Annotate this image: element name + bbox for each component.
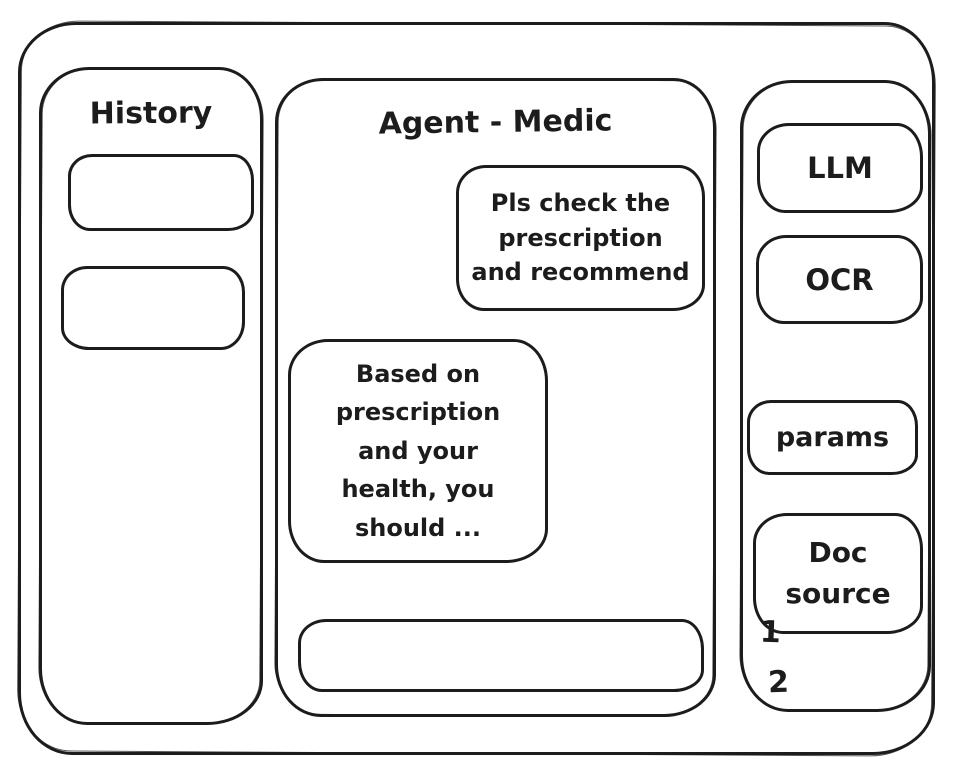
history-title: History (89, 95, 213, 132)
assistant-message-bubble: Based on prescription and your health, y… (288, 339, 548, 563)
tool-button-llm[interactable]: LLM (757, 123, 923, 213)
user-message-text: Pls check the prescription and recommend (471, 188, 690, 287)
history-item[interactable] (68, 154, 254, 231)
assistant-message-text: Based on prescription and your health, y… (335, 360, 501, 542)
tool-button-params-label: params (775, 422, 890, 453)
tool-button-llm-label: LLM (807, 151, 873, 185)
history-item[interactable] (61, 266, 245, 350)
doc-source-item[interactable]: 2 (767, 664, 790, 701)
user-message-bubble: Pls check the prescription and recommend (456, 165, 705, 311)
tools-sidebar: LLM OCR params Doc source 1 2 (740, 80, 931, 712)
app-window: History Agent - Medic Pls check the pres… (18, 22, 935, 755)
chat-panel: Agent - Medic Pls check the prescription… (275, 78, 716, 717)
tool-button-params[interactable]: params (747, 400, 918, 475)
tool-button-doc-source-label: Doc source (785, 535, 891, 610)
page-title: Agent - Medic (378, 103, 613, 142)
tool-button-ocr-label: OCR (805, 262, 874, 297)
tool-button-ocr[interactable]: OCR (756, 235, 923, 324)
chat-input[interactable] (298, 619, 704, 692)
tool-button-doc-source[interactable]: Doc source (753, 513, 923, 634)
history-sidebar: History (39, 67, 263, 725)
doc-source-item[interactable]: 1 (759, 614, 782, 651)
